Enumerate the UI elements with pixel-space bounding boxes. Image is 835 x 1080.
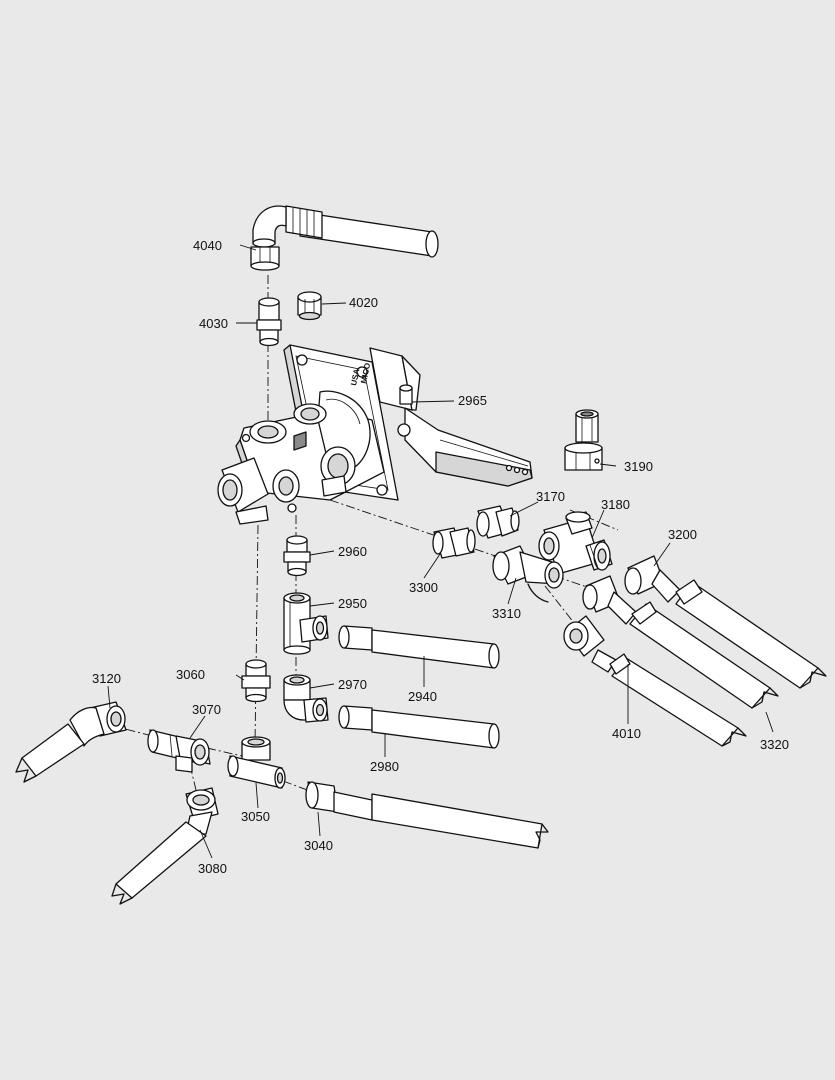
label-3120: 3120 [92, 671, 121, 686]
label-3320: 3320 [760, 737, 789, 752]
label-3050: 3050 [241, 809, 270, 824]
part-2940-hose [338, 625, 500, 669]
label-3040: 3040 [304, 838, 333, 853]
label-4010: 4010 [612, 726, 641, 741]
part-3300-adapter [432, 527, 476, 559]
label-3060: 3060 [176, 667, 205, 682]
valve-brand-mark: MICO [359, 362, 372, 384]
part-3060-adapter [241, 659, 271, 703]
label-2960: 2960 [338, 544, 367, 559]
part-3050-tee [227, 736, 286, 789]
part-3180-tee [538, 511, 613, 575]
part-3200-hose [624, 555, 827, 689]
label-4020: 4020 [349, 295, 378, 310]
part-number-labels: 4040 4020 4030 2965 3190 3170 3180 3200 … [92, 238, 789, 876]
label-3300: 3300 [409, 580, 438, 595]
label-3310: 3310 [492, 606, 521, 621]
part-4030-adapter [256, 297, 282, 347]
label-3200: 3200 [668, 527, 697, 542]
label-2970: 2970 [338, 677, 367, 692]
label-3080: 3080 [198, 861, 227, 876]
leader-lines [107, 244, 774, 859]
label-3170: 3170 [536, 489, 565, 504]
valve-origin-mark: USA [349, 368, 361, 387]
part-3120-hose [15, 701, 127, 783]
part-4010-hose [563, 615, 747, 747]
label-3190: 3190 [624, 459, 653, 474]
label-3070: 3070 [192, 702, 221, 717]
part-3320-hose [582, 575, 779, 709]
part-3080-hose [111, 787, 219, 905]
part-3310-elbow [492, 545, 564, 603]
label-4040: 4040 [193, 238, 222, 253]
part-3070-fitting [147, 729, 211, 773]
part-2965-valve-assembly: MICO USA [217, 344, 533, 525]
part-3190-fitting [564, 409, 603, 471]
part-2960-adapter [283, 535, 311, 577]
part-2980-hose [338, 705, 500, 749]
part-2970-elbow [283, 674, 329, 723]
label-2950: 2950 [338, 596, 367, 611]
label-2980: 2980 [370, 759, 399, 774]
part-4020-plug [297, 291, 322, 321]
part-3170-adapter [476, 505, 520, 539]
label-4030: 4030 [199, 316, 228, 331]
part-4040-elbow-hose [250, 205, 439, 271]
label-2965: 2965 [458, 393, 487, 408]
label-2940: 2940 [408, 689, 437, 704]
part-2950-tee [283, 592, 329, 655]
label-3180: 3180 [601, 497, 630, 512]
part-3040-hose [305, 781, 549, 849]
